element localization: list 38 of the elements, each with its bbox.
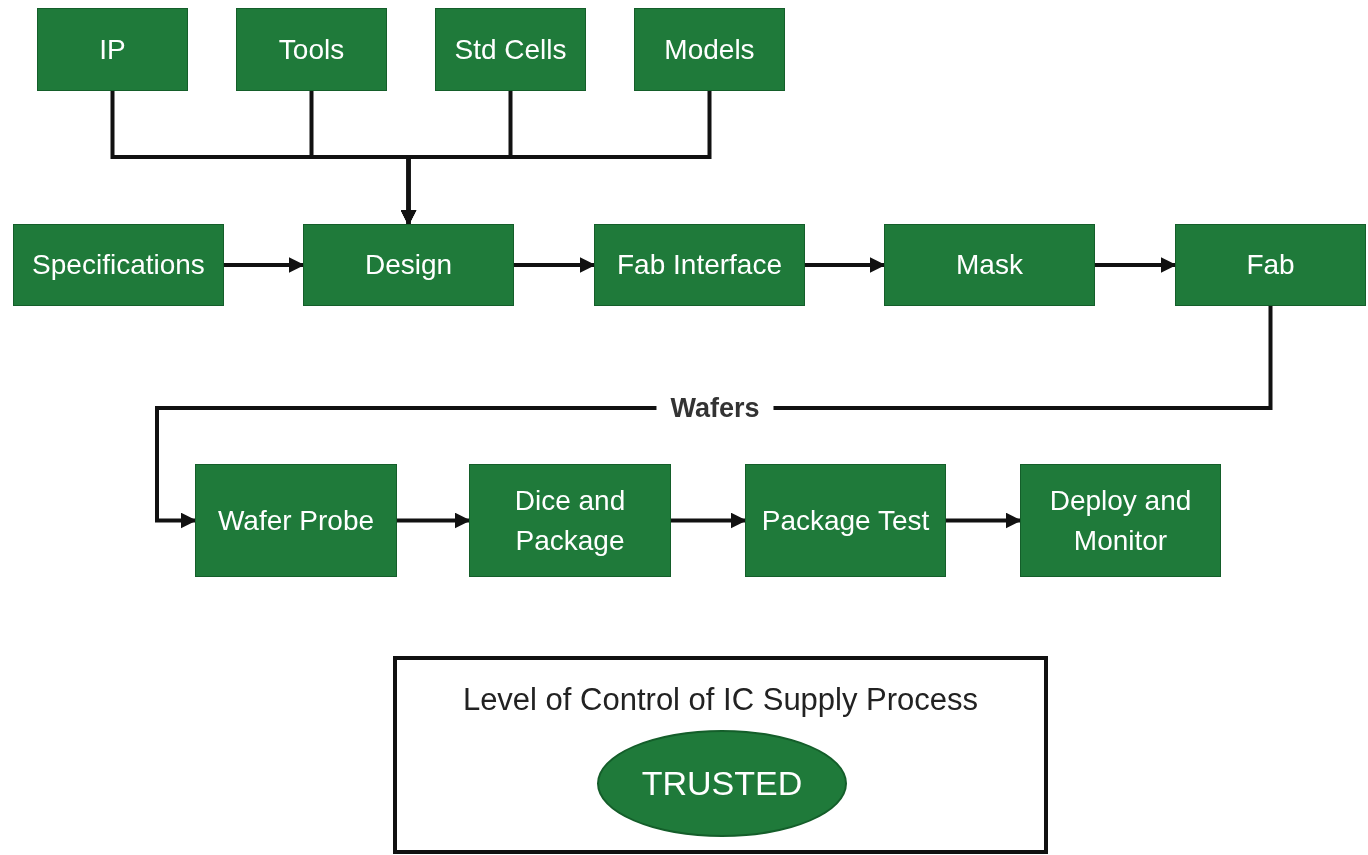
legend-panel [393, 656, 1048, 854]
arrow [224, 257, 305, 273]
arrow [400, 91, 712, 226]
node-label: Specifications [31, 248, 206, 283]
node-label: TRUSTED [640, 764, 804, 803]
legend-title: Level of Control of IC Supply Process [461, 682, 980, 718]
arrow [671, 512, 747, 529]
process-box [884, 224, 1095, 306]
process-box [435, 8, 586, 91]
process-box [1020, 464, 1221, 577]
arrow [155, 306, 1273, 529]
node-label: Fab Interface [616, 248, 783, 283]
process-box [634, 8, 785, 91]
node-label: IP [98, 32, 127, 67]
node-label: Fab [1245, 248, 1296, 283]
process-box [469, 464, 671, 577]
arrow [514, 257, 596, 273]
node-label: Tools [277, 32, 346, 67]
node-label: Models [663, 32, 756, 67]
arrow [805, 257, 886, 273]
process-box [594, 224, 805, 306]
process-box [37, 8, 188, 91]
node-label: Deploy and Monitor [1048, 484, 1193, 558]
process-box [303, 224, 514, 306]
node-label: Std Cells [453, 32, 568, 67]
process-box [236, 8, 387, 91]
arrow [1095, 257, 1177, 273]
node-label: Mask [955, 248, 1024, 283]
node-label: Wafer Probe [216, 503, 376, 538]
process-box [195, 464, 397, 577]
process-box [745, 464, 946, 577]
arrow [397, 512, 471, 529]
node-label: Design [363, 248, 454, 283]
process-box [13, 224, 224, 306]
node-label: Package Test [760, 503, 931, 538]
node-label: Dice and Package [513, 484, 627, 558]
arrow [946, 512, 1022, 529]
process-box [1175, 224, 1366, 306]
